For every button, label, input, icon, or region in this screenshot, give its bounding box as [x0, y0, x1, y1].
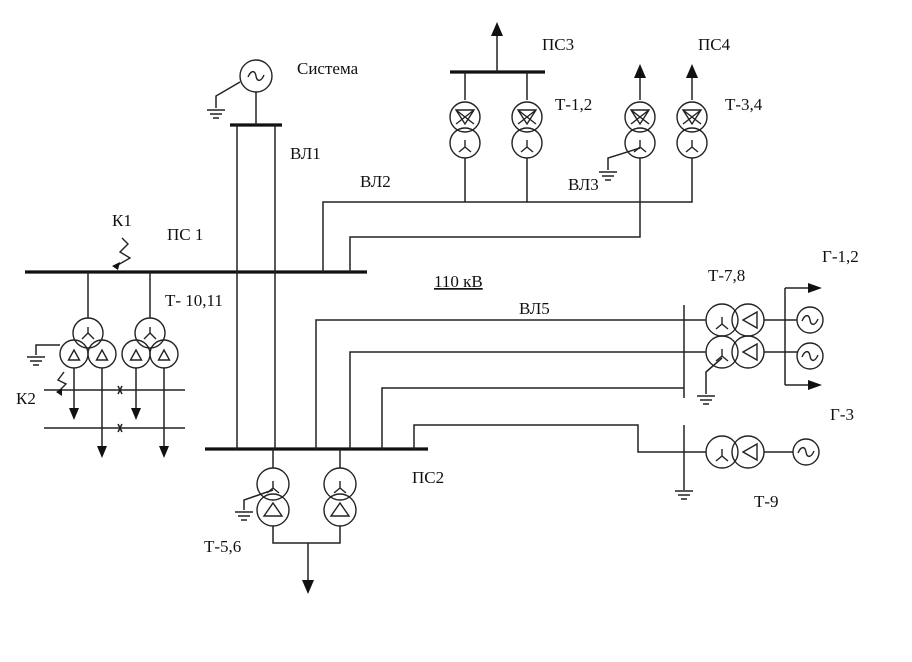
t7-8-transformers — [684, 303, 785, 405]
label-vl5: ВЛ5 — [519, 299, 550, 318]
system-generator — [206, 59, 273, 125]
line-ps2-t9 — [413, 424, 684, 453]
line-ps2-t8 — [381, 387, 684, 449]
line-ps4-tap — [527, 158, 693, 203]
fault-k1-icon — [112, 237, 132, 270]
line-vl2 — [322, 178, 528, 272]
t10-11-transformers — [26, 272, 185, 458]
label-vl2: ВЛ2 — [360, 172, 391, 191]
label-t5-6: Т-5,6 — [204, 537, 241, 556]
transmission-lines — [236, 125, 693, 453]
line-vl5 — [315, 319, 684, 449]
label-g1-2: Г-1,2 — [822, 247, 859, 266]
label-sistema: Система — [297, 59, 359, 78]
label-vl1: ВЛ1 — [290, 144, 321, 163]
label-voltage: 110 кВ — [434, 272, 483, 291]
label-t10-11: Т- 10,11 — [165, 291, 223, 310]
line-ps2-t7 — [349, 351, 684, 449]
label-k1: К1 — [112, 211, 132, 230]
label-t3-4: Т-3,4 — [725, 95, 763, 114]
t9-transformer — [674, 435, 820, 500]
busbars — [25, 70, 786, 482]
label-ps1: ПС 1 — [167, 225, 203, 244]
g1-2-generators — [785, 283, 824, 390]
t5-6-transformers — [234, 449, 357, 594]
label-k2: К2 — [16, 389, 36, 408]
fault-k2-icon — [56, 371, 68, 396]
label-vl3: ВЛ3 — [568, 175, 599, 194]
label-ps4: ПС4 — [698, 35, 731, 54]
line-vl2-b — [349, 158, 641, 272]
label-ps2: ПС2 — [412, 468, 444, 487]
ps3-substation — [449, 22, 543, 178]
label-ps3: ПС3 — [542, 35, 574, 54]
label-t9: Т-9 — [754, 492, 779, 511]
label-t1-2: Т-1,2 — [555, 95, 592, 114]
label-t7-8: Т-7,8 — [708, 266, 745, 285]
label-g3: Г-3 — [830, 405, 854, 424]
ps4-substation — [598, 64, 708, 181]
labels: Система ВЛ1 ВЛ2 ВЛ3 ВЛ5 ПС 1 ПС2 ПС3 ПС4… — [16, 35, 859, 556]
